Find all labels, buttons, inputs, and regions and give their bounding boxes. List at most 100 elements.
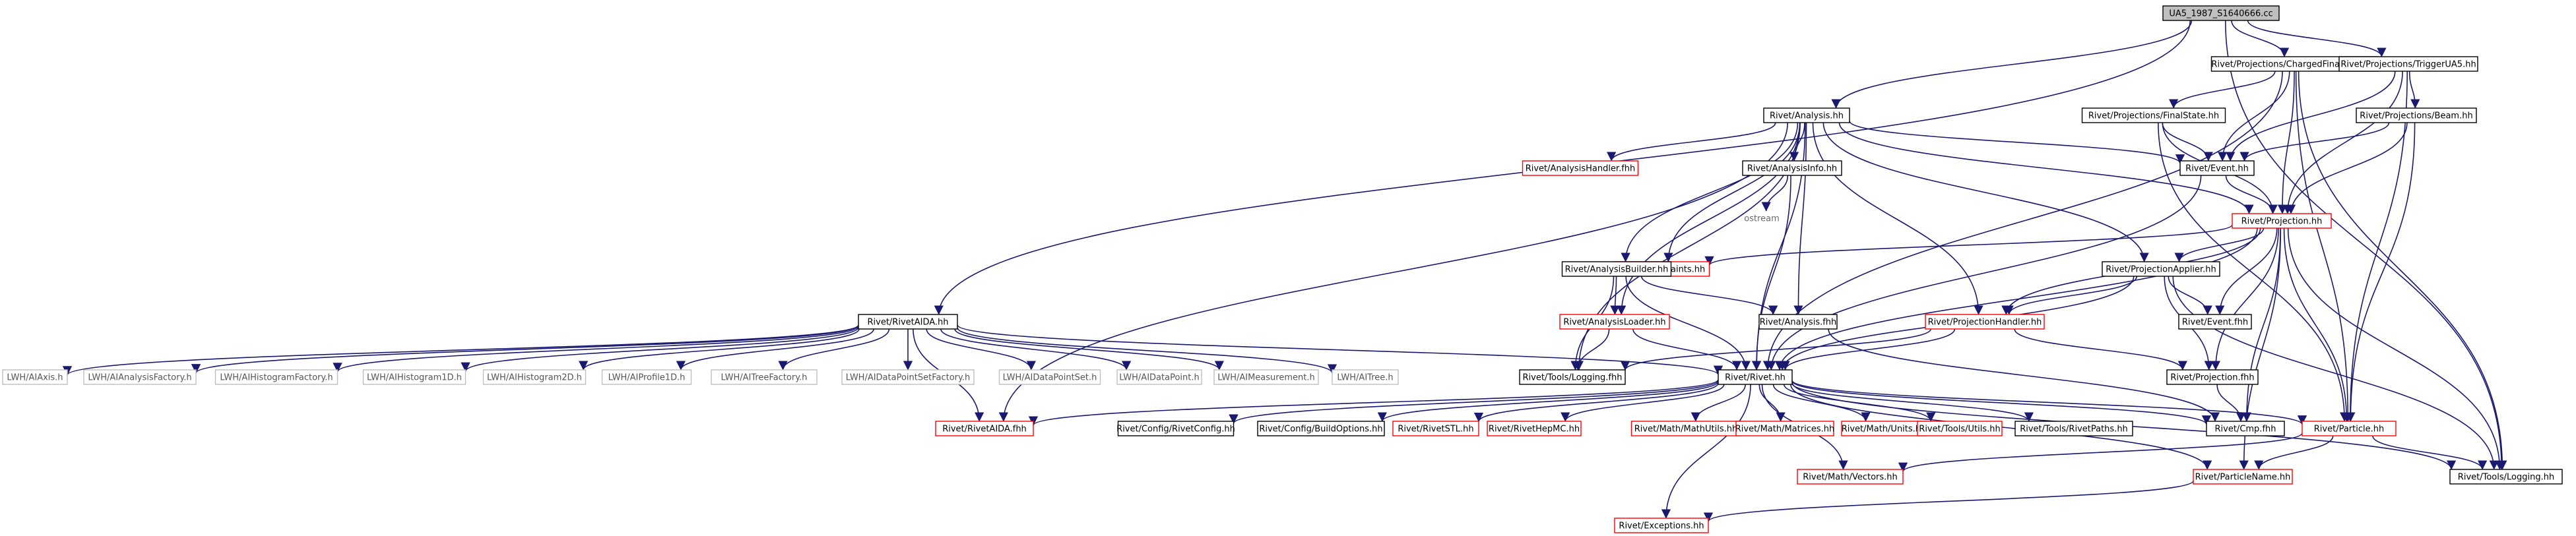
node-mmat[interactable]: Rivet/Math/Matrices.hh bbox=[1735, 421, 1834, 436]
node-lwtree[interactable]: LWH/AITree.h bbox=[1332, 369, 1399, 385]
edge-root-to-analysis bbox=[1831, 20, 2193, 109]
node-label-aidafhh: Rivet/RivetAIDA.fhh bbox=[942, 425, 1027, 434]
edge-aloader-to-rivet bbox=[1632, 328, 1742, 371]
node-fs[interactable]: Rivet/Projections/FinalState.hh bbox=[2081, 107, 2226, 123]
node-lwmeas[interactable]: LWH/AIMeasurement.h bbox=[1213, 369, 1319, 385]
node-tutils[interactable]: Rivet/Tools/Utils.hh bbox=[1917, 421, 2003, 436]
node-exc[interactable]: Rivet/Exceptions.hh bbox=[1614, 518, 1709, 533]
node-mvec[interactable]: Rivet/Math/Vectors.hh bbox=[1797, 469, 1904, 485]
node-label-projfhh: Rivet/Projection.fhh bbox=[2170, 373, 2254, 383]
edge-analysis-to-phandler bbox=[1812, 122, 1983, 315]
node-lwdp[interactable]: LWH/AIDataPoint.h bbox=[1116, 369, 1202, 385]
edge-tua5-to-beam bbox=[2408, 71, 2420, 109]
node-label-lwmeas: LWH/AIMeasurement.h bbox=[1217, 373, 1314, 383]
node-box-lwp1 bbox=[601, 369, 692, 385]
node-label-mutils: Rivet/Math/MathUtils.hh bbox=[1634, 425, 1737, 434]
node-label-aida: Rivet/RivetAIDA.hh bbox=[867, 318, 948, 328]
edge-afhh-to-cmp bbox=[1828, 328, 2220, 422]
edge-analysis-to-rivet bbox=[1751, 122, 1806, 371]
node-label-lwaf: LWH/AIAnalysisFactory.h bbox=[88, 373, 191, 383]
node-box-stl bbox=[1392, 421, 1479, 436]
node-box-exc bbox=[1614, 518, 1709, 533]
node-box-lwh1 bbox=[362, 369, 467, 385]
node-lwdps[interactable]: LWH/AIDataPointSet.h bbox=[998, 369, 1101, 385]
node-tua5[interactable]: Rivet/Projections/TriggerUA5.hh bbox=[2338, 56, 2478, 72]
node-papplier[interactable]: Rivet/ProjectionApplier.hh bbox=[2102, 261, 2220, 277]
node-lwhf[interactable]: LWH/AIHistogramFactory.h bbox=[214, 369, 338, 385]
node-afhh[interactable]: Rivet/Analysis.fhh bbox=[1758, 314, 1838, 330]
node-toolsfhh[interactable]: Rivet/Tools/Logging.fhh bbox=[1519, 369, 1626, 385]
node-label-toolsfhh: Rivet/Tools/Logging.fhh bbox=[1523, 373, 1623, 383]
node-mutils[interactable]: Rivet/Math/MathUtils.hh bbox=[1630, 421, 1741, 436]
node-particle[interactable]: Rivet/Particle.hh bbox=[2302, 421, 2397, 436]
node-lwh1[interactable]: LWH/AIHistogram1D.h bbox=[362, 369, 467, 385]
node-box-hepmc bbox=[1487, 421, 1582, 436]
node-box-aidafhh bbox=[935, 421, 1034, 436]
edge-pname-to-exc bbox=[1704, 480, 2194, 522]
node-tpaths[interactable]: Rivet/Tools/RivetPaths.hh bbox=[2014, 421, 2133, 436]
edge-aida-to-lwmeas bbox=[954, 328, 1224, 371]
node-label-hepmc: Rivet/RivetHepMC.hh bbox=[1489, 425, 1580, 434]
node-label-particle: Rivet/Particle.hh bbox=[2314, 425, 2384, 434]
node-ostream[interactable]: ostream bbox=[1744, 214, 1780, 224]
node-label-lwtree: LWH/AITree.h bbox=[1337, 373, 1393, 383]
edge-proj-to-constr bbox=[1704, 224, 2233, 266]
node-pname[interactable]: Rivet/ParticleName.hh bbox=[2193, 469, 2293, 485]
node-label-lwhf: LWH/AIHistogramFactory.h bbox=[220, 373, 333, 383]
node-proj[interactable]: Rivet/Projection.hh bbox=[2232, 213, 2332, 229]
node-evhh[interactable]: Rivet/Event.hh bbox=[2179, 160, 2255, 176]
node-ahfhh[interactable]: Rivet/AnalysisHandler.fhh bbox=[1522, 160, 1639, 176]
node-lwdpsf[interactable]: LWH/AIDataPointSetFactory.h bbox=[841, 369, 975, 385]
node-beam[interactable]: Rivet/Projections/Beam.hh bbox=[2356, 107, 2477, 123]
node-box-logging bbox=[2449, 469, 2563, 485]
edge-aida-to-lwhf bbox=[333, 325, 859, 372]
node-box-cfgbuild bbox=[1257, 421, 1385, 436]
node-box-ainfo bbox=[1742, 160, 1842, 176]
edge-analysis-to-papplier bbox=[1822, 122, 2149, 262]
node-box-toolsfhh bbox=[1519, 369, 1626, 385]
node-stl[interactable]: Rivet/RivetSTL.hh bbox=[1392, 421, 1479, 436]
node-lwtf[interactable]: LWH/AITreeFactory.h bbox=[711, 369, 818, 385]
node-ainfo[interactable]: Rivet/AnalysisInfo.hh bbox=[1742, 160, 1842, 176]
edge-analysis-to-evhh bbox=[1849, 121, 2185, 164]
node-lwaf[interactable]: LWH/AIAnalysisFactory.h bbox=[83, 369, 197, 385]
node-root[interactable]: UA5_1987_S1640666.cc bbox=[2162, 5, 2280, 21]
node-box-tua5 bbox=[2338, 56, 2478, 72]
node-lwh2[interactable]: LWH/AIHistogram2D.h bbox=[482, 369, 587, 385]
node-label-evfhh: Rivet/Event.fhh bbox=[2182, 318, 2248, 328]
node-label-lwp1: LWH/AIProfile1D.h bbox=[608, 373, 686, 383]
node-aidafhh[interactable]: Rivet/RivetAIDA.fhh bbox=[935, 421, 1034, 436]
node-cmp[interactable]: Rivet/Cmp.fhh bbox=[2206, 421, 2285, 436]
node-cfgbuild[interactable]: Rivet/Config/BuildOptions.hh bbox=[1257, 421, 1385, 436]
node-abuild[interactable]: Rivet/AnalysisBuilder.hh bbox=[1561, 261, 1672, 277]
node-lwp1[interactable]: LWH/AIProfile1D.h bbox=[601, 369, 692, 385]
node-label-aloader: Rivet/AnalysisLoader.hh bbox=[1563, 318, 1665, 328]
node-rivet[interactable]: Rivet/Rivet.hh bbox=[1718, 369, 1793, 385]
edge-cfs-to-proj bbox=[2277, 71, 2295, 214]
node-label-tutils: Rivet/Tools/Utils.hh bbox=[1919, 425, 2000, 434]
node-hepmc[interactable]: Rivet/RivetHepMC.hh bbox=[1487, 421, 1582, 436]
node-box-fs bbox=[2081, 107, 2226, 123]
node-munits[interactable]: Rivet/Math/Units.hh bbox=[1841, 421, 1927, 436]
node-analysis[interactable]: Rivet/Analysis.hh bbox=[1763, 107, 1850, 123]
node-phandler[interactable]: Rivet/ProjectionHandler.hh bbox=[1925, 314, 2045, 330]
node-evfhh[interactable]: Rivet/Event.fhh bbox=[2178, 314, 2252, 330]
node-label-mvec: Rivet/Math/Vectors.hh bbox=[1803, 473, 1898, 483]
node-cfgrivet[interactable]: Rivet/Config/RivetConfig.hh bbox=[1116, 421, 1235, 436]
edge-root-to-cfs bbox=[2231, 20, 2290, 57]
node-aloader[interactable]: Rivet/AnalysisLoader.hh bbox=[1559, 314, 1670, 330]
node-label-fs: Rivet/Projections/FinalState.hh bbox=[2088, 111, 2219, 121]
node-lwaxis[interactable]: LWH/AIAxis.h bbox=[2, 369, 68, 385]
edge-aida-to-lwh2 bbox=[579, 328, 860, 371]
edge-rivet-to-stl bbox=[1473, 382, 1719, 423]
edge-aloader-to-toolsfhh bbox=[1573, 328, 1610, 371]
node-label-stl: Rivet/RivetSTL.hh bbox=[1398, 425, 1473, 434]
node-projfhh[interactable]: Rivet/Projection.fhh bbox=[2166, 369, 2259, 385]
edge-ainfo-to-rivet bbox=[1751, 175, 1791, 371]
node-aida[interactable]: Rivet/RivetAIDA.hh bbox=[858, 314, 958, 330]
node-box-papplier bbox=[2102, 261, 2220, 277]
node-logging[interactable]: Rivet/Tools/Logging.hh bbox=[2449, 469, 2563, 485]
node-layer: UA5_1987_S1640666.ccRivet/Projections/Ch… bbox=[2, 5, 2563, 533]
node-label-cfs: Rivet/Projections/ChargedFinalState.hh bbox=[2211, 60, 2378, 70]
edge-analysis-to-aloader bbox=[1617, 122, 1801, 315]
